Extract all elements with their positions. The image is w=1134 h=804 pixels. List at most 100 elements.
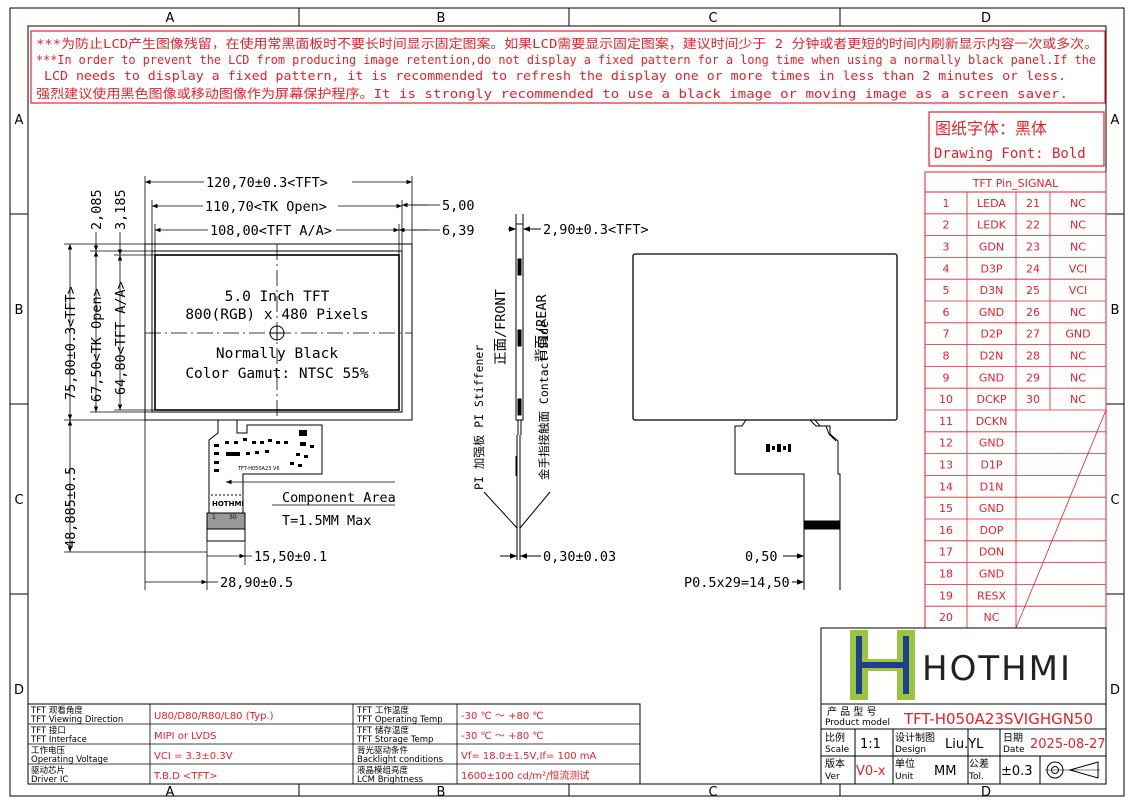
pin-number: 24 bbox=[1026, 262, 1040, 275]
pin-signal: DCKN bbox=[976, 415, 1008, 428]
row-label-left: C bbox=[14, 493, 23, 508]
col-label-bottom: D bbox=[981, 785, 991, 800]
pin-signal: D3P bbox=[980, 262, 1002, 275]
component-area-label: Component Area bbox=[282, 490, 396, 506]
date-en: Date bbox=[1003, 745, 1025, 755]
pin-number: 18 bbox=[939, 568, 953, 581]
pin-number: 22 bbox=[1026, 219, 1040, 232]
design-en: Design bbox=[895, 745, 926, 755]
dim-28-90: 28,90±0.5 bbox=[220, 575, 293, 591]
pin-number: 9 bbox=[943, 371, 950, 384]
notice-line-4: 强烈建议使用黑色图像或移动图像作为屏幕保护程序。It is strongly r… bbox=[36, 86, 1068, 101]
spec-key-en: Backlight conditions bbox=[357, 755, 443, 765]
unit-en: Unit bbox=[895, 772, 914, 782]
pin-table-title: TFT Pin_SIGNAL bbox=[972, 177, 1059, 190]
spec-key-cn: 液晶模组亮度 bbox=[357, 765, 409, 776]
dim-tft-aa-width: 108,00<TFT A/A> bbox=[210, 223, 332, 239]
pin-number: 7 bbox=[943, 328, 950, 341]
dim-tft-height: 75,80±0.3<TFT> bbox=[63, 286, 79, 400]
pin-number: 15 bbox=[939, 502, 953, 515]
pin-number: 20 bbox=[939, 611, 953, 624]
row-label-left: A bbox=[15, 113, 24, 128]
pin-signal: NC bbox=[1070, 219, 1086, 232]
pin-signal: VCI bbox=[1069, 284, 1087, 297]
spec-key-en: TFT Operating Temp bbox=[356, 715, 443, 725]
pin-number: 21 bbox=[1026, 197, 1040, 210]
title-block-text: 产 品 型 号 Product model TFT-H050A23SVIGHGN… bbox=[825, 705, 1106, 782]
pin-number: 11 bbox=[939, 415, 953, 428]
ver-cn: 版本 bbox=[825, 757, 845, 770]
pin-signal: LEDA bbox=[977, 197, 1006, 210]
screen-resolution-text: 800(RGB) x 480 Pixels bbox=[185, 307, 368, 323]
product-model-cn: 产 品 型 号 bbox=[827, 705, 877, 718]
col-label-top: C bbox=[708, 11, 717, 26]
rear-label: 背面/REAR bbox=[534, 293, 550, 362]
pin-number: 8 bbox=[943, 350, 950, 363]
spec-key-cn: TFT 工作温度 bbox=[356, 705, 409, 716]
fpc-pin1-label: 1 bbox=[212, 514, 216, 521]
notice-line-3: LCD needs to display a fixed pattern, it… bbox=[44, 68, 1066, 83]
pin-number: 27 bbox=[1026, 328, 1040, 341]
pin-signal: DON bbox=[979, 546, 1004, 559]
col-label-top: A bbox=[166, 11, 175, 26]
pin-signal: NC bbox=[1070, 350, 1086, 363]
pin-number: 14 bbox=[939, 480, 953, 493]
design-value: Liu.YL bbox=[945, 737, 984, 752]
scale-cn: 比例 bbox=[825, 731, 845, 744]
spec-key-en: Driver IC bbox=[31, 775, 68, 785]
row-label-left: D bbox=[14, 683, 24, 698]
pin-number: 29 bbox=[1026, 371, 1040, 384]
dim-3185: 3,185 bbox=[113, 189, 129, 230]
spec-value: Vf= 18.0±1.5V,If= 100 mA bbox=[461, 751, 597, 762]
pin-number: 3 bbox=[943, 241, 950, 254]
pin-signal: NC bbox=[1070, 306, 1086, 319]
spec-key-cn: 驱动芯片 bbox=[31, 765, 65, 776]
spec-value: T.B.D <TFT> bbox=[153, 771, 218, 782]
rear-view-labels: 0,50 P0.5x29=14,50 bbox=[684, 549, 790, 591]
col-label-bottom: A bbox=[166, 785, 175, 800]
spec-key-en: LCM Brightness bbox=[357, 775, 424, 785]
fpc-pin30-label: 30 bbox=[229, 514, 237, 521]
fpc-part-label: TFT-H050A23 V6 bbox=[237, 466, 280, 472]
spec-key-en: TFT Interface bbox=[30, 735, 87, 745]
design-cn: 设计制图 bbox=[895, 731, 935, 744]
pin-signal: NC bbox=[984, 611, 1000, 624]
hothmi-logo-icon bbox=[850, 630, 915, 700]
pin-number: 28 bbox=[1026, 350, 1040, 363]
font-note-en: Drawing Font: Bold bbox=[934, 146, 1086, 162]
row-label-right: C bbox=[1110, 493, 1119, 508]
notice-line-2: ***In order to prevent the LCD from prod… bbox=[36, 52, 1096, 67]
front-label: 正面/FRONT bbox=[493, 289, 509, 365]
pin-number: 12 bbox=[939, 437, 953, 450]
product-model-value: TFT-H050A23SVIGHGN50 bbox=[903, 710, 1093, 728]
pin-number: 17 bbox=[939, 546, 953, 559]
pin-number: 23 bbox=[1026, 241, 1040, 254]
pin-signal: VCI bbox=[1069, 262, 1087, 275]
dim-fpc-thickness: 0,30±0.03 bbox=[543, 549, 616, 565]
pin-signal: GND bbox=[979, 437, 1004, 450]
spec-key-cn: 背光驱动条件 bbox=[357, 745, 409, 756]
side-view-labels: 2,90±0.3<TFT> 0,30±0.03 正面/FRONT 背面/REAR… bbox=[472, 222, 649, 565]
pin-signal: GND bbox=[979, 371, 1004, 384]
pin-signal: D1P bbox=[980, 459, 1002, 472]
pin-signal: LEDK bbox=[977, 219, 1007, 232]
col-label-top: D bbox=[981, 11, 991, 26]
pin-number: 10 bbox=[939, 393, 953, 406]
pin-signal: D2N bbox=[980, 350, 1004, 363]
pin-signal: NC bbox=[1070, 393, 1086, 406]
pin-signal: DCKP bbox=[977, 393, 1007, 406]
row-label-right: B bbox=[1111, 303, 1120, 318]
ver-value: V0-x bbox=[856, 764, 886, 779]
scale-value: 1:1 bbox=[860, 737, 881, 752]
dim-right-639: 6,39 bbox=[442, 223, 475, 239]
spec-key-en: TFT Viewing Direction bbox=[30, 715, 123, 725]
product-model-en: Product model bbox=[825, 718, 890, 728]
tol-cn: 公差 bbox=[969, 757, 989, 770]
spec-value: MIPI or LVDS bbox=[154, 731, 217, 742]
spec-key-en: Operating Voltage bbox=[31, 755, 108, 765]
notice-box: ***为防止LCD产生图像残留，在使用常黑面板时不要长时间显示固定图案。如果LC… bbox=[30, 30, 1106, 104]
row-label-right: D bbox=[1110, 683, 1120, 698]
dim-right-5: 5,00 bbox=[442, 198, 475, 214]
side-view bbox=[483, 214, 551, 560]
